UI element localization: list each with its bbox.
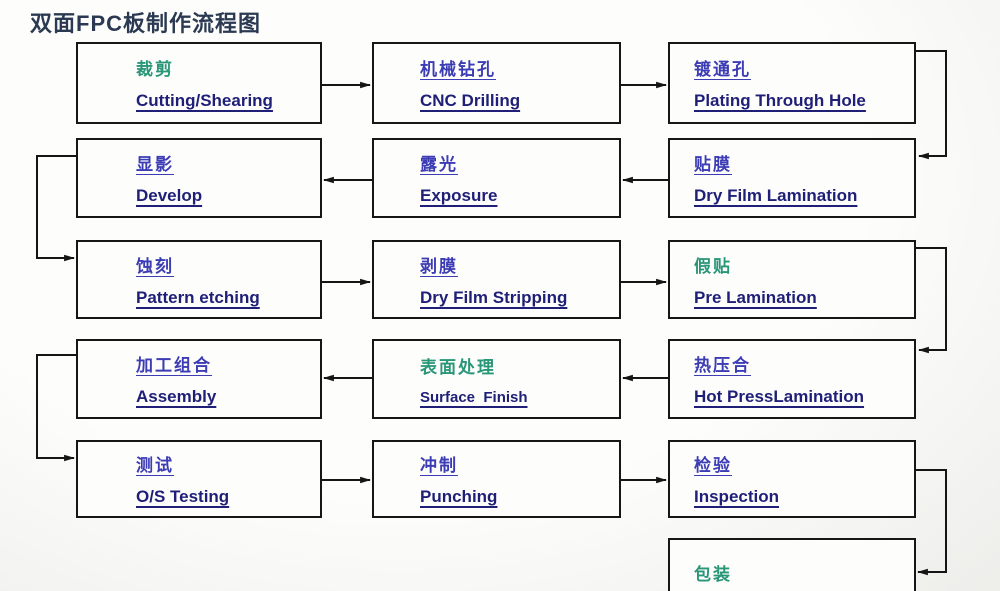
flow-box-exposure: 露光 Exposure [372,138,621,218]
step-cn-label: 假贴 [694,256,732,276]
step-en-label: Pre Lamination [694,287,817,307]
step-cn-label: 镀通孔 [694,60,751,79]
step-cn-label: 蚀刻 [136,256,174,276]
step-en-label: Hot PressLamination [694,387,865,406]
arrow-assembly-to-testing [36,354,76,462]
step-cn-label: 机械钻孔 [420,60,496,79]
step-cn-label: 表面处理 [420,357,496,377]
arrow-inspection-to-packing [916,469,947,576]
step-cn-label: 冲制 [420,456,458,475]
page-title: 双面FPC板制作流程图 [30,11,262,36]
step-en-label: O/S Testing [136,487,230,506]
flow-box-pre-lamination: 假贴 Pre Lamination [668,240,916,319]
step-cn-label: 包装 [694,565,732,584]
step-en-label: Surface Finish [420,388,528,406]
step-cn-label: 测试 [136,456,174,475]
step-cn-label: 显影 [136,155,174,174]
step-cn-label: 剥膜 [420,256,458,276]
flow-box-pattern-etching: 蚀刻 Pattern etching [76,240,322,319]
flow-box-assembly: 加工组合 Assembly [76,339,322,419]
flow-box-surface-finish: 表面处理 Surface Finish [372,339,621,419]
flow-box-punching: 冲制 Punching [372,440,621,518]
step-en-label: Develop [136,186,203,205]
step-en-label: Dry Film Lamination [694,186,858,205]
arrow-prelam-to-hotpress [916,247,947,354]
flow-box-develop: 显影 Develop [76,138,322,218]
step-en-label: Punching [420,487,498,506]
flow-box-packing: 包装 [668,538,916,591]
flow-box-dry-film-stripping: 剥膜 Dry Film Stripping [372,240,621,319]
step-en-label: CNC Drilling [420,91,521,110]
step-cn-label: 露光 [420,155,458,174]
flow-box-cnc-drilling: 机械钻孔 CNC Drilling [372,42,621,124]
step-en-label: Pattern etching [136,287,260,307]
step-cn-label: 加工组合 [136,356,212,375]
step-en-label: Inspection [694,487,780,506]
step-cn-label: 检验 [694,456,732,475]
step-cn-label: 裁剪 [136,60,174,79]
flow-box-hot-press-lamination: 热压合 Hot PressLamination [668,339,916,419]
step-cn-label: 贴膜 [694,155,732,174]
step-en-label: Cutting/Shearing [136,91,273,110]
flow-box-dry-film-lamination: 贴膜 Dry Film Lamination [668,138,916,218]
flow-box-plating-through-hole: 镀通孔 Plating Through Hole [668,42,916,124]
arrow-plating-to-lamination [916,50,947,160]
step-en-label: Exposure [420,186,498,205]
flow-box-inspection: 检验 Inspection [668,440,916,518]
step-en-label: Assembly [136,387,217,406]
arrow-develop-to-etching [36,155,76,262]
step-en-label: Plating Through Hole [694,91,866,110]
step-en-label: Dry Film Stripping [420,287,568,307]
flow-box-os-testing: 测试 O/S Testing [76,440,322,518]
flow-box-cutting: 裁剪 Cutting/Shearing [76,42,322,124]
step-cn-label: 热压合 [694,356,751,375]
